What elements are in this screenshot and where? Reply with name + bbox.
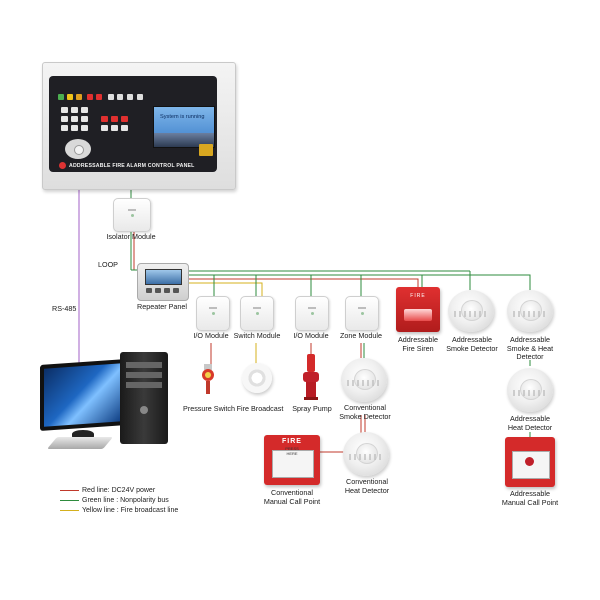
panel-led-red-2 (96, 94, 102, 100)
addressable-smoke-heat-detector (507, 290, 553, 332)
loop-label: LOOP (98, 260, 118, 269)
panel-face: System is running ADDRESSABLE FIRE ALARM… (49, 76, 217, 172)
monitor-stand (72, 430, 94, 438)
panel-key (111, 125, 118, 131)
repeater-panel-label: Repeater Panel (137, 302, 187, 311)
broadcast-line-yellow (187, 282, 263, 296)
panel-key (61, 107, 68, 113)
isolator-module (113, 198, 151, 232)
rs485-label: RS-485 (52, 304, 77, 313)
bus-line-green (187, 274, 531, 290)
pressure-switch-icon (202, 364, 214, 394)
siren-fire-word: FIRE (410, 293, 426, 299)
addressable-manual-call-point (505, 437, 555, 487)
panel-led-orange (76, 94, 82, 100)
callpoint-fire-word: FIRE (282, 437, 302, 445)
spray-pump-icon (303, 354, 319, 400)
panel-key (71, 116, 78, 122)
panel-key-red-3 (121, 116, 128, 122)
panel-key-white-4 (137, 94, 143, 100)
panel-key (121, 125, 128, 131)
zone-module (345, 296, 379, 331)
keyboard (46, 437, 114, 449)
legend-swatch (60, 510, 79, 511)
panel-lcd-screen: System is running (153, 106, 215, 148)
spray-pump-label: Spray Pump (292, 404, 332, 413)
addressable-smoke-detector (448, 290, 494, 332)
panel-key-white-2 (117, 94, 123, 100)
panel-led-yellow (67, 94, 73, 100)
panel-key (71, 125, 78, 131)
pressure-switch-label: Pressure Switch (183, 404, 235, 413)
panel-caption-icon (59, 162, 66, 169)
panel-key (71, 107, 78, 113)
addressable-fire-siren: FIRE (396, 287, 440, 332)
computer-tower (120, 352, 168, 444)
panel-key (61, 125, 68, 131)
legend-swatch (60, 490, 79, 491)
fire-alarm-control-panel: System is running ADDRESSABLE FIRE ALARM… (42, 62, 236, 190)
io-module-2 (295, 296, 329, 331)
conventional-smoke-detector (341, 358, 387, 402)
io-module-2-label: I/O Module (293, 331, 329, 340)
panel-led-green (58, 94, 64, 100)
conventional-heat-detector (343, 432, 389, 476)
panel-key (81, 116, 88, 122)
power-button-icon (140, 406, 148, 414)
panel-key (81, 125, 88, 131)
isolator-module-label: Isolator Module (106, 232, 156, 241)
addressable-heat-detector (507, 368, 553, 412)
panel-key-red-2 (111, 116, 118, 122)
panel-led-red (87, 94, 93, 100)
computer-monitor (40, 358, 126, 432)
panel-brand-logo (199, 144, 213, 156)
panel-caption: ADDRESSABLE FIRE ALARM CONTROL PANEL (69, 163, 195, 169)
repeater-panel (137, 263, 189, 301)
callpoint-button (525, 457, 534, 466)
panel-navigation-pad (65, 139, 91, 159)
zone-module-label: Zone Module (340, 331, 382, 340)
power-line-red (187, 278, 419, 288)
panel-key-white (108, 94, 114, 100)
panel-key (61, 116, 68, 122)
legend-swatch (60, 500, 79, 501)
switch-module (240, 296, 274, 331)
panel-key (101, 125, 108, 131)
fire-broadcast-label: Fire Broadcast (236, 404, 284, 413)
panel-status-text: System is running (160, 114, 205, 120)
panel-key-white-3 (127, 94, 133, 100)
io-module-1-label: I/O Module (193, 331, 229, 340)
switch-module-label: Switch Module (233, 331, 281, 340)
fire-broadcast-speaker (242, 363, 272, 393)
panel-key-red (101, 116, 108, 122)
io-module-1 (196, 296, 230, 331)
panel-key (81, 107, 88, 113)
